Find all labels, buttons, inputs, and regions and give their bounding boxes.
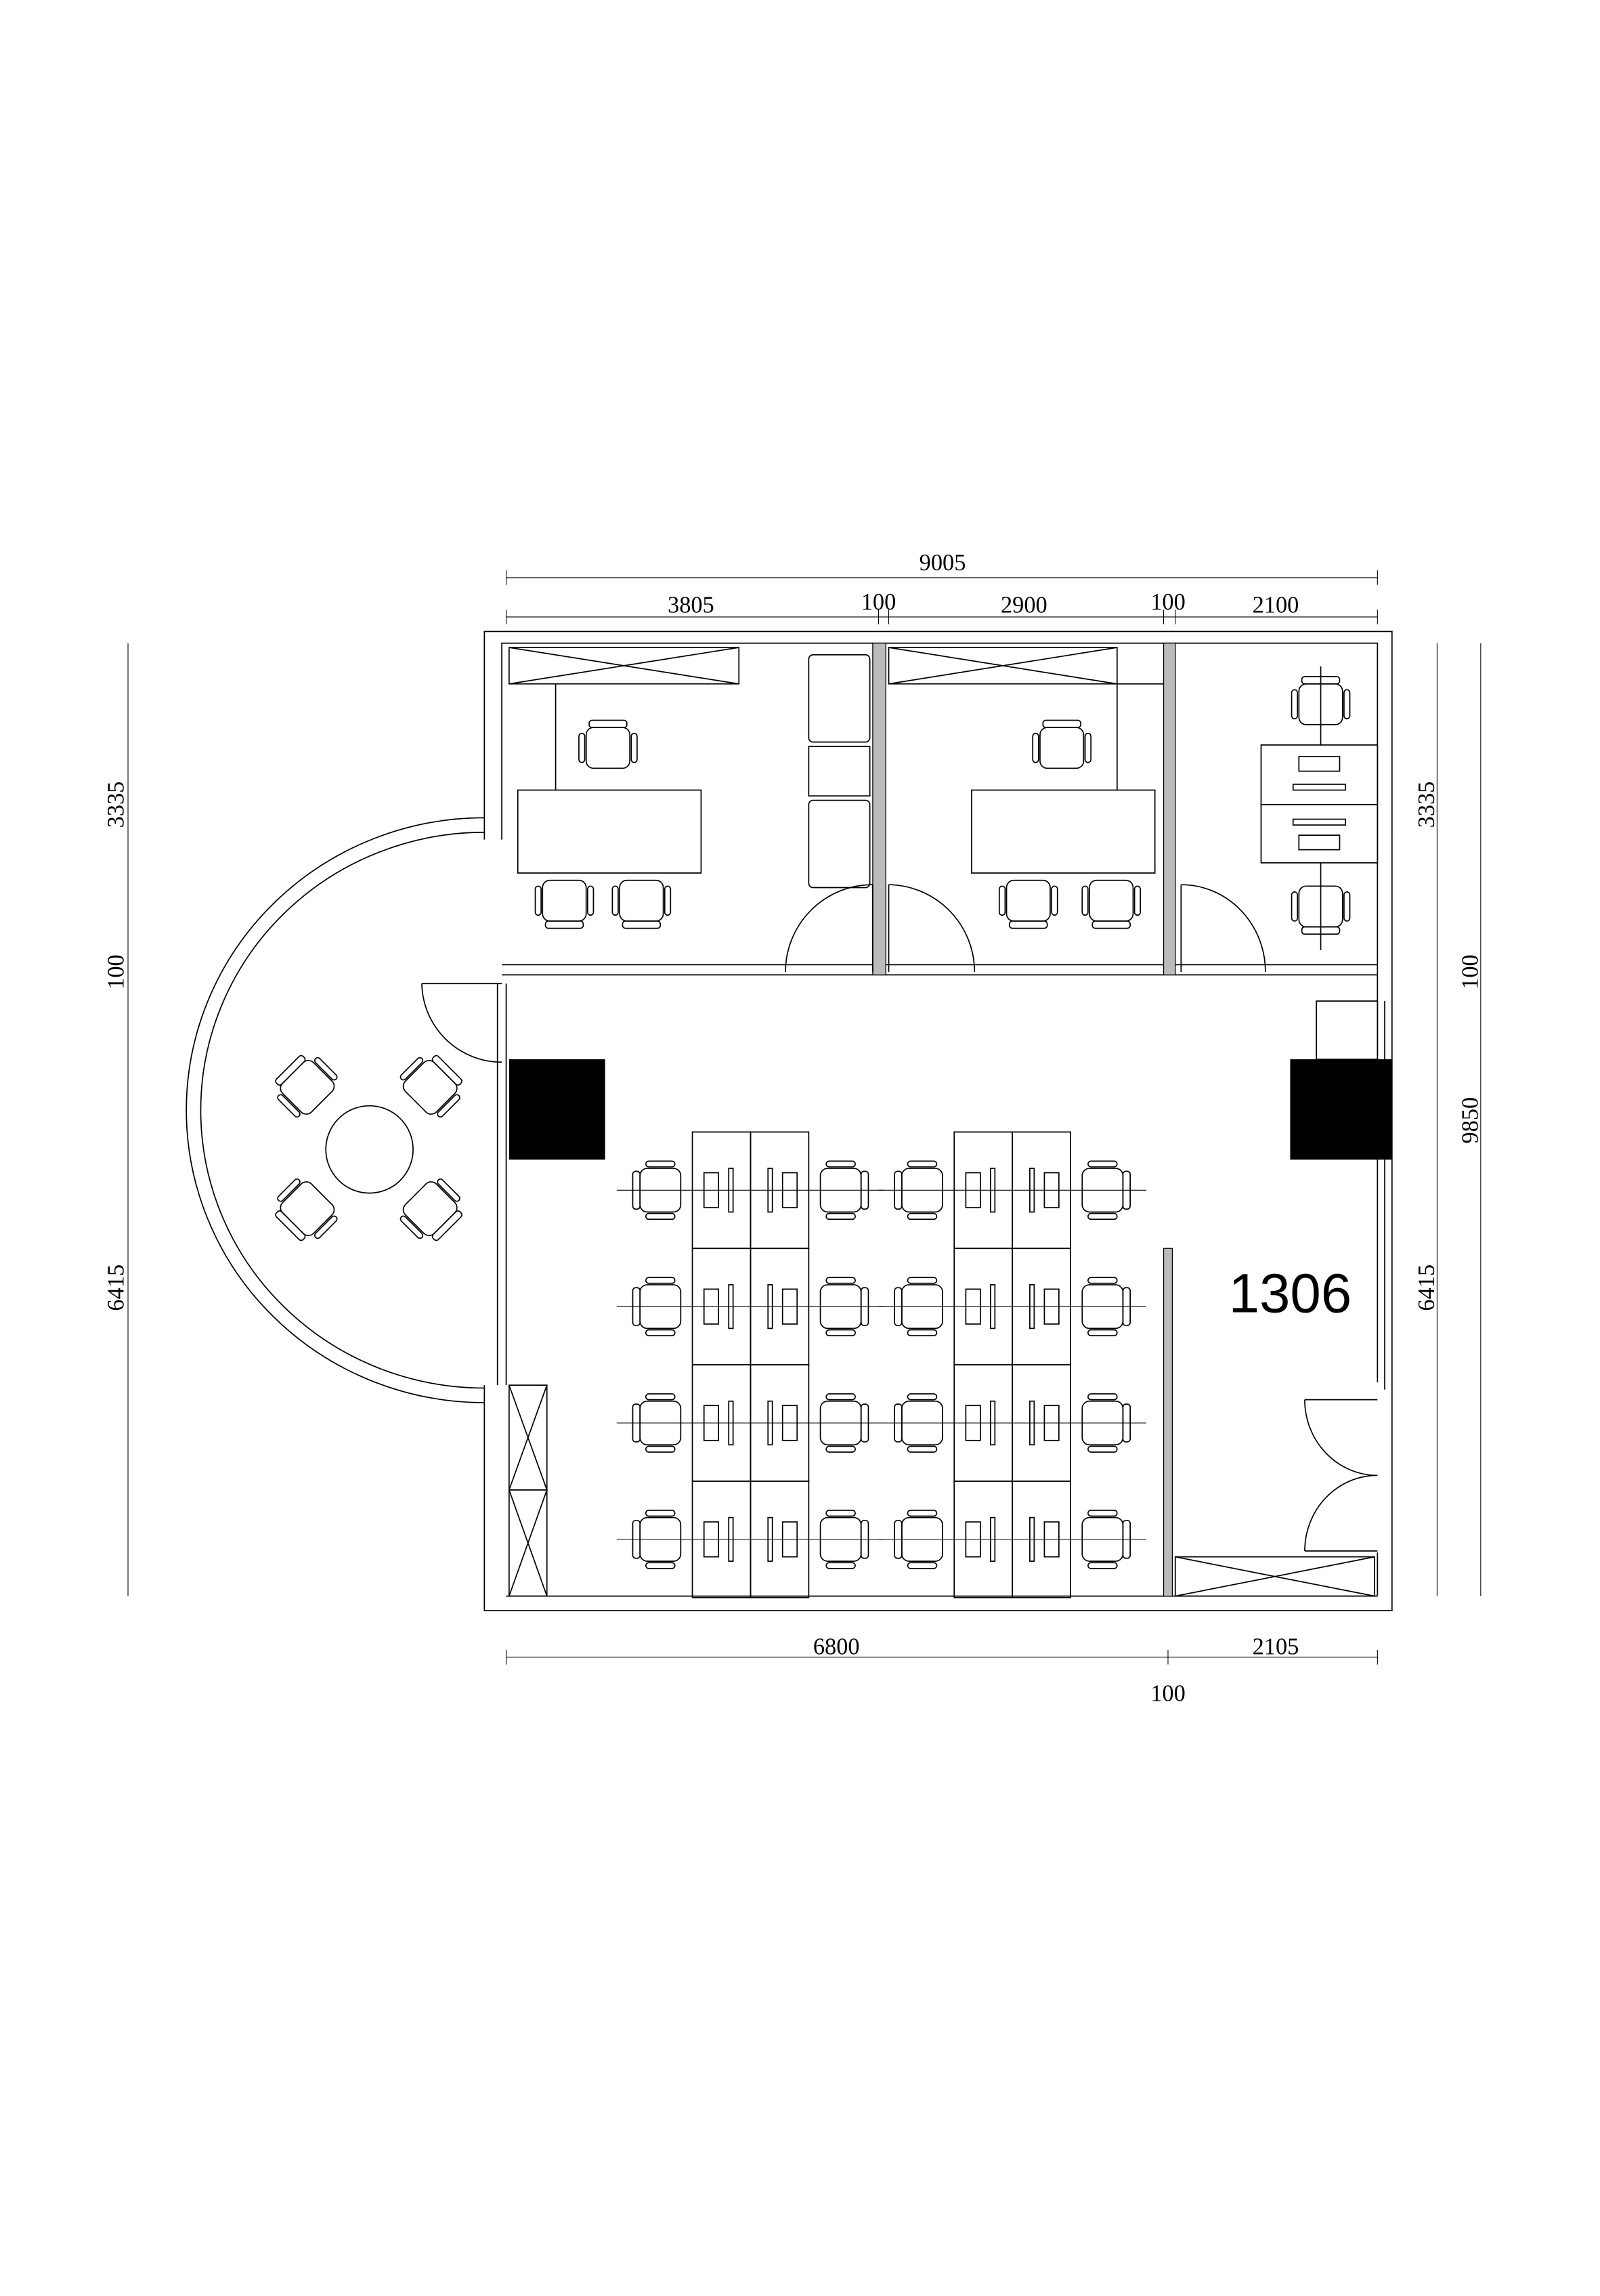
dim-top-seg: 100 [1150,589,1186,615]
keyboard-icon [990,1284,996,1330]
keyboard-icon [990,1516,996,1562]
dim-top-seg: 2100 [1253,592,1299,618]
monitor-icon [1043,1521,1060,1558]
sofa [808,654,871,743]
column [1290,1059,1392,1160]
sofa [808,799,871,889]
dim-left: 6415 [104,1264,129,1311]
monitor-icon [1043,1405,1060,1441]
keyboard-icon [990,1400,996,1446]
doors [421,884,1378,1552]
dim-right-total: 9850 [1458,1097,1484,1144]
lounge-chair-icon [399,1178,462,1241]
monitor-icon [1043,1288,1060,1325]
dim-bottom-wall: 100 [1150,1680,1186,1706]
dim-right: 100 [1458,954,1484,990]
lounge-chair-icon [275,1055,338,1118]
file-cabinet [1260,744,1379,805]
desk [971,789,1156,874]
visitor-chair-icon [1081,879,1142,929]
cabinets [509,647,1375,1597]
lounge-chair-icon [275,1178,338,1241]
monitor-icon [781,1405,798,1441]
keyboard-icon [728,1168,734,1213]
keyboard-icon [767,1400,773,1446]
dim-top-total: 9005 [920,550,966,576]
keyboard-icon [728,1284,734,1330]
dim-right: 6415 [1414,1264,1440,1311]
monitor-icon [781,1172,798,1208]
round-table [325,1105,414,1194]
visitor-chair-icon [998,879,1058,929]
workstation-desks [616,1131,1146,1598]
keyboard-icon [728,1516,734,1562]
walls [483,631,1393,1611]
dim-left: 3335 [104,782,129,828]
monitor-icon [965,1405,981,1441]
dim-top-seg: 2900 [1001,592,1047,618]
monitor-icon [703,1288,720,1325]
desk [517,789,702,874]
monitor-icon [703,1521,720,1558]
monitor-icon [703,1172,720,1208]
monitor-icon [781,1521,798,1558]
keyboard-icon [990,1168,996,1213]
monitor-icon [703,1405,720,1441]
lounge-chair-icon [399,1055,462,1118]
keyboard-icon [1029,1516,1035,1562]
monitor-icon [781,1288,798,1325]
monitor-icon [965,1172,981,1208]
monitor-icon [965,1521,981,1558]
office-chair-icon [1032,719,1091,769]
visitor-chair-icon [534,879,594,929]
room-number: 1306 [1229,1263,1352,1325]
keyboard-icon [1029,1400,1035,1446]
visitor-chair-icon [1291,676,1351,725]
dim-bottom-seg: 2105 [1253,1634,1299,1660]
dim-bottom-seg: 6800 [813,1634,860,1660]
keyboard-icon [1029,1168,1035,1213]
dimension-lines [127,570,1482,1665]
dim-top-seg: 3805 [668,592,714,618]
dim-left: 100 [104,954,129,990]
visitor-chair-icon [611,879,672,929]
keyboard-icon [1029,1284,1035,1330]
keyboard-icon [767,1168,773,1213]
monitor-icon [1043,1172,1060,1208]
dim-top-seg: 100 [861,589,896,615]
monitor-icon [965,1288,981,1325]
dim-right: 3335 [1414,782,1440,828]
office-furniture [517,654,1379,950]
sofa [808,746,871,796]
balcony [186,817,485,1403]
column [509,1059,605,1160]
keyboard-icon [767,1284,773,1330]
keyboard-icon [728,1400,734,1446]
visitor-chair-icon [1291,885,1351,935]
office-chair-icon [578,719,638,769]
keyboard-icon [767,1516,773,1562]
